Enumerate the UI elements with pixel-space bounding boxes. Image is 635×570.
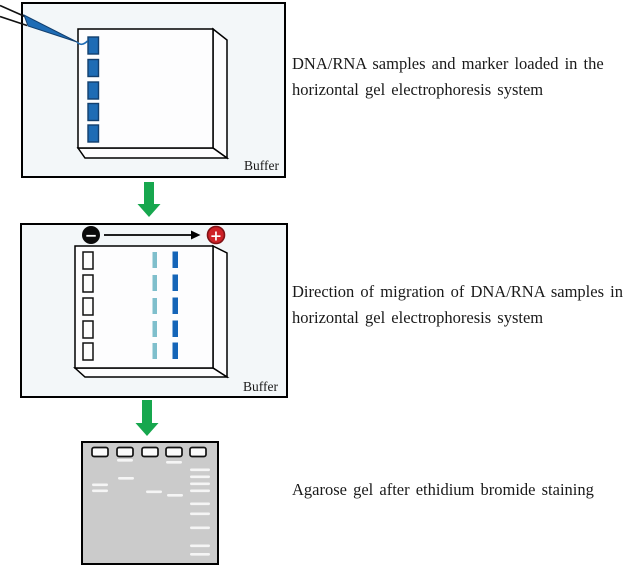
dna-band [92,483,108,487]
loaded-well [87,102,100,122]
gel-well [165,446,183,458]
migrated-band [172,274,178,291]
marker-band [190,544,210,548]
slab-right-face [212,244,228,379]
migration-arrow-head [191,230,201,240]
empty-wells [82,251,94,361]
migrated-band-column-dark [172,251,178,359]
loaded-wells [87,36,100,143]
migrated-band [152,252,157,268]
buffer-label-2: Buffer [243,379,278,394]
loaded-well [87,58,100,78]
migrated-band [172,320,178,337]
gel-bands [92,459,210,556]
gel-wells [91,446,207,458]
empty-well [82,251,94,270]
down-arrow-icon-1 [137,182,161,217]
gel-well [189,446,207,458]
positive-electrode-icon [206,225,226,245]
empty-well [82,297,94,316]
caption-step2: Direction of migration of DNA/RNA sample… [292,282,623,327]
migrated-band [172,297,178,314]
dna-band [146,490,162,494]
slab-right-face [212,27,228,160]
negative-sign: − [85,227,98,245]
gel-well [141,446,159,458]
loaded-well [87,36,100,55]
migrated-band [152,343,157,359]
marker-band [190,553,210,556]
dna-band [118,477,134,480]
loaded-well [87,81,100,100]
empty-well [82,320,94,339]
marker-band [190,512,210,516]
marker-band [190,526,210,530]
dna-band [166,461,182,464]
caption-step3: Agarose gel after ethidium bromide stain… [292,480,594,499]
migrated-band [172,342,178,359]
dispensed-sample-drop [76,40,89,46]
pipette-shaft-line [0,15,28,27]
empty-well [82,274,94,293]
pipette-tip [23,13,78,43]
migrated-band-column-light [152,252,157,359]
slab-front-face [74,245,214,369]
electrode-row: − + [82,225,226,245]
marker-band [190,489,210,493]
empty-well [82,342,94,361]
gel-well [91,446,109,458]
slab-bottom-face [76,147,230,159]
slab-front-face [77,28,214,149]
pipette-shaft-line [0,4,27,18]
dna-band [117,459,133,462]
pipette-icon [0,4,89,46]
migrated-band [152,298,157,314]
marker-band [190,475,210,479]
gel-slab-2 [73,244,230,379]
dna-band [167,494,183,497]
loaded-well [87,124,100,143]
migrated-band [152,275,157,291]
marker-band [190,468,210,472]
migrated-band [172,251,178,268]
caption-step1: DNA/RNA samples and marker loaded in the… [292,54,604,99]
marker-band [190,482,210,486]
migration-panel: − + [20,223,288,398]
positive-sign: + [210,229,222,245]
buffer-label-1: Buffer [244,158,279,173]
loading-panel: Buffer [0,2,286,178]
dna-band [92,489,108,493]
down-arrow-icon-2 [135,400,159,436]
stained-gel-panel [81,441,219,565]
marker-band [190,502,210,506]
migrated-band [152,321,157,337]
negative-electrode-icon [82,226,100,244]
slab-bottom-face [73,367,230,378]
gel-well [116,446,134,458]
gel-slab-1 [76,27,230,160]
